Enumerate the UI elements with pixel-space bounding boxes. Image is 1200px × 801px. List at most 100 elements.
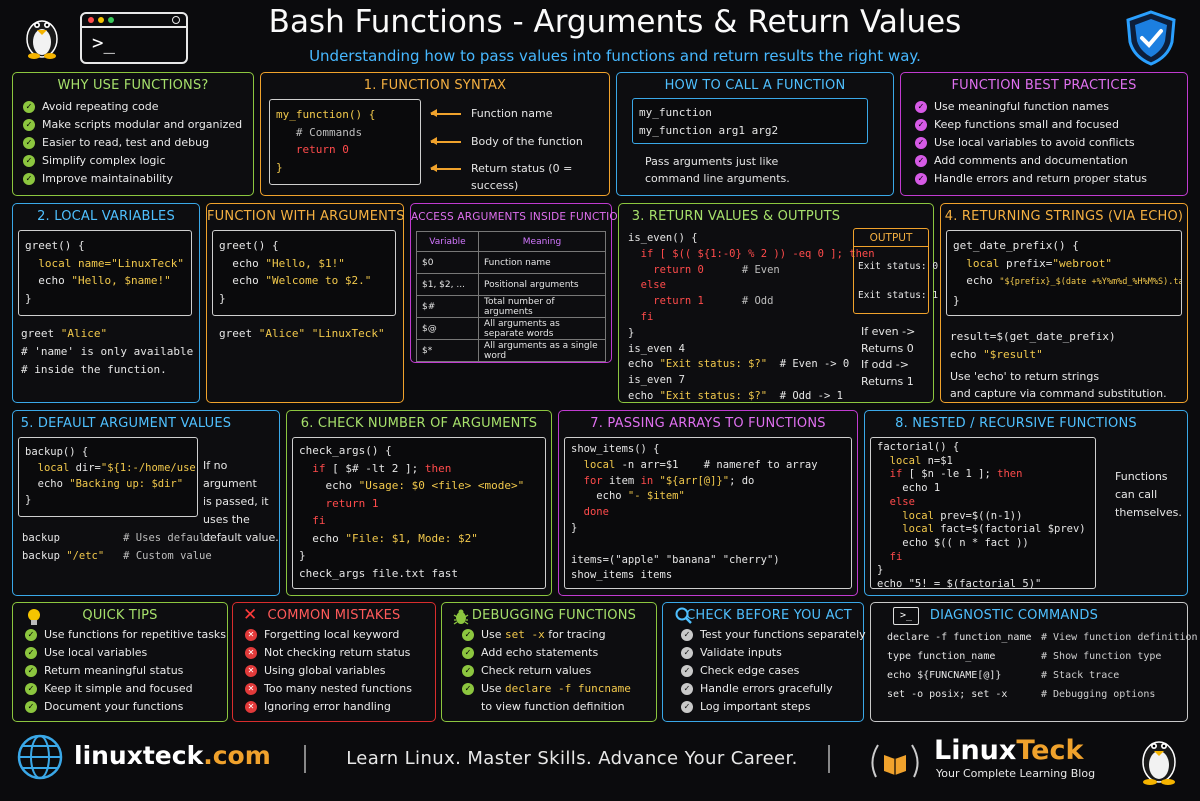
diag-commands: declare -f function_name type function_n…: [887, 632, 1032, 700]
syntax-label: Body of the function: [471, 135, 583, 148]
check-icon: ✓: [462, 683, 474, 695]
diag-comments: # View function definition # Show functi…: [1041, 632, 1198, 700]
globe-icon: [17, 734, 63, 780]
cba-item: ✓Handle errors gracefully: [681, 680, 866, 698]
check-icon: ✓: [915, 155, 927, 167]
check-icon: ✓: [681, 629, 693, 641]
why-item: ✓Improve maintainability: [23, 170, 242, 188]
terminal-prompt: >_: [92, 32, 115, 54]
check-icon: ✓: [681, 701, 693, 713]
function-syntax-card: 1. FUNCTION SYNTAX my_function() { # Com…: [260, 72, 610, 196]
check-icon: ✓: [462, 647, 474, 659]
syntax-title: 1. FUNCTION SYNTAX: [363, 78, 507, 93]
best-item: ✓Add comments and documentation: [915, 152, 1147, 170]
check-icon: ✓: [681, 647, 693, 659]
tips-item: ✓Use local variables: [25, 644, 226, 662]
best-item: ✓Use local variables to avoid conflicts: [915, 134, 1147, 152]
best-title: FUNCTION BEST PRACTICES: [951, 78, 1137, 93]
cba-item: ✓Check edge cases: [681, 662, 866, 680]
error-icon: ✕: [245, 665, 257, 677]
tagline: Learn Linux. Master Skills. Advance Your…: [346, 748, 798, 769]
default-argument-card: 5. DEFAULT ARGUMENT VALUES backup() { lo…: [12, 410, 280, 596]
syntax-label: Return status (0 = success): [471, 162, 573, 192]
defv-call-2: backup "/etc" # Custom value: [22, 550, 212, 562]
arr-title: 7. PASSING ARRAYS TO FUNCTIONS: [590, 416, 826, 431]
arrow-left-icon: [430, 110, 461, 116]
mistake-item: ✕Ignoring error handling: [245, 698, 412, 716]
divider: [828, 745, 830, 773]
diagnostic-commands-card: >_ DIAGNOSTIC COMMANDS declare -f functi…: [870, 602, 1198, 722]
page-title: Bash Functions - Arguments & Return Valu…: [268, 4, 962, 40]
why-item: ✓Make scripts modular and organized: [23, 116, 242, 134]
arrow-left-icon: [430, 165, 461, 171]
nested-recursive-card: 8. NESTED / RECURSIVE FUNCTIONS factoria…: [864, 410, 1188, 596]
dbg-item: ✓Use set -x for tracing: [462, 626, 631, 644]
tips-title: QUICK TIPS: [82, 608, 158, 623]
cba-item: ✓Log important steps: [681, 698, 866, 716]
bug-icon: [453, 609, 469, 625]
dbg-item: to view function definition: [481, 700, 625, 713]
x-mark-icon: ✕: [243, 605, 258, 625]
best-item: ✓Keep functions small and focused: [915, 116, 1147, 134]
returning-strings-card: 4. RETURNING STRINGS (VIA ECHO) get_date…: [940, 203, 1188, 403]
defv-code-block: backup() { local dir="${1:-/home/user}" …: [18, 437, 198, 517]
cba-item: ✓Validate inputs: [681, 644, 866, 662]
table-row: $*All arguments as a single word: [416, 339, 606, 362]
diag-title: DIAGNOSTIC COMMANDS: [929, 608, 1099, 623]
retv-code-block: is_even() { if [ $(( ${1:-0} % 2 )) -eq …: [628, 232, 875, 402]
why-item: ✓Easier to read, test and debug: [23, 134, 242, 152]
access-title: ACCESS ARGUMENTS INSIDE FUNCTION: [411, 211, 626, 223]
terminal-window-icon: >_: [80, 12, 188, 64]
syntax-code-block: my_function() { # Commands return 0 }: [269, 99, 421, 185]
check-icon: ✓: [915, 137, 927, 149]
defv-title: 5. DEFAULT ARGUMENT VALUES: [20, 416, 232, 431]
output-title: OUTPUT: [869, 232, 913, 244]
local-greet-call: greet "Alice": [21, 327, 108, 340]
fargs-code-block: greet() { echo "Hello, $1!" echo "Welcom…: [212, 230, 396, 316]
cba-title: CHECK BEFORE YOU ACT: [686, 608, 852, 623]
tux-penguin-icon: [26, 20, 58, 59]
local-title: 2. LOCAL VARIABLES: [37, 209, 175, 224]
defv-call-1: backup # Uses default: [22, 532, 212, 544]
brand-subtitle: Your Complete Learning Blog: [936, 767, 1096, 780]
why-item: ✓Avoid repeating code: [23, 98, 242, 116]
retv-title: 3. RETURN VALUES & OUTPUTS: [631, 209, 841, 224]
return-values-card: 3. RETURN VALUES & OUTPUTS is_even() { i…: [618, 203, 938, 403]
error-icon: ✕: [245, 701, 257, 713]
debugging-functions-card: DEBUGGING FUNCTIONS ✓Use set -x for trac…: [441, 602, 657, 722]
check-icon: ✓: [23, 119, 35, 131]
brand-name: LinuxTeck: [934, 735, 1084, 766]
tips-item: ✓Use functions for repetitive tasks: [25, 626, 226, 644]
error-icon: ✕: [245, 683, 257, 695]
check-icon: ✓: [915, 101, 927, 113]
tips-item: ✓Document your functions: [25, 698, 226, 716]
arr-code-block: show_items() { local -n arr=$1 # nameref…: [564, 437, 852, 589]
rstr-note-1: Use 'echo' to return strings: [950, 370, 1100, 383]
divider: [304, 745, 306, 773]
common-mistakes-card: ✕ COMMON MISTAKES ✕Forgetting local keyw…: [232, 602, 436, 722]
tux-penguin-icon: [1142, 741, 1176, 785]
access-arguments-card: ACCESS ARGUMENTS INSIDE FUNCTION Variabl…: [410, 203, 626, 363]
check-icon: ✓: [462, 629, 474, 641]
check-icon: ✓: [23, 173, 35, 185]
laurel-book-logo-icon: [871, 744, 919, 778]
check-before-act-card: CHECK BEFORE YOU ACT ✓Test your function…: [662, 602, 866, 722]
arrow-left-icon: [430, 138, 461, 144]
passing-arrays-card: 7. PASSING ARRAYS TO FUNCTIONS show_item…: [558, 410, 858, 596]
local-variables-card: 2. LOCAL VARIABLES greet() { local name=…: [12, 203, 200, 403]
local-comment-1: # 'name' is only available: [21, 345, 194, 358]
site-url: linuxteck.com: [74, 741, 271, 770]
page-subtitle: Understanding how to pass values into fu…: [309, 47, 921, 65]
magnifier-icon: [675, 607, 692, 624]
rstr-echo: echo "$result": [950, 348, 1043, 361]
error-icon: ✕: [245, 647, 257, 659]
chk-code-block: check_args() { if [ $# -lt 2 ]; then ech…: [292, 437, 546, 589]
output-line: Exit status: 0: [858, 261, 939, 272]
function-with-arguments-card: FUNCTION WITH ARGUMENTS greet() { echo "…: [206, 203, 404, 403]
why-item: ✓Simplify complex logic: [23, 152, 242, 170]
local-comment-2: # inside the function.: [21, 363, 167, 376]
